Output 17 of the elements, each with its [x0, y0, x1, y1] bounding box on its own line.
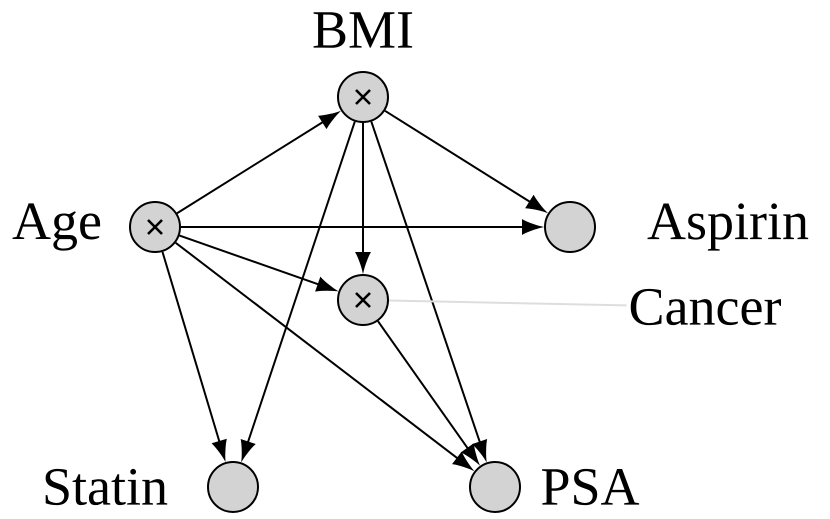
node-label: BMI [314, 12, 412, 48]
leader-line [388, 300, 627, 306]
circle-node: Age [12, 201, 181, 253]
arrow [384, 110, 546, 212]
circle-node: BMI [314, 12, 412, 123]
arrow [356, 123, 370, 271]
node-label: PSA [542, 468, 640, 506]
arrow [162, 252, 227, 460]
arrow [370, 121, 487, 460]
node-label: Age [12, 203, 100, 251]
circle-node: Statin [46, 461, 259, 513]
node-label: Cancer [630, 288, 781, 326]
circle-node: PSA [469, 461, 640, 513]
node-label: Statin [46, 468, 168, 506]
circle-node: Aspirin [544, 201, 808, 253]
node-label: Aspirin [648, 203, 808, 251]
arrow [377, 320, 479, 464]
